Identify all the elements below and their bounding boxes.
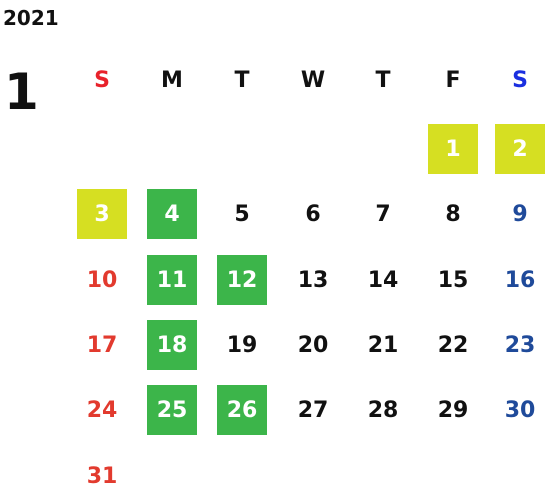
day-cell-29[interactable]: 29: [437, 397, 469, 423]
weekday-header: T: [234, 67, 250, 93]
weekday-header: S: [94, 67, 110, 93]
day-cell-30[interactable]: 30: [504, 397, 536, 423]
day-cell-2[interactable]: 2: [495, 124, 545, 174]
day-cell-3[interactable]: 3: [77, 189, 127, 239]
day-cell-20[interactable]: 20: [297, 332, 329, 358]
day-cell-27[interactable]: 27: [297, 397, 329, 423]
day-cell-18[interactable]: 18: [147, 320, 197, 370]
day-cell-16[interactable]: 16: [504, 267, 536, 293]
day-cell-28[interactable]: 28: [367, 397, 399, 423]
weekday-header: W: [300, 67, 326, 93]
year-label: 2021: [3, 6, 59, 30]
day-cell-21[interactable]: 21: [367, 332, 399, 358]
day-cell-15[interactable]: 15: [437, 267, 469, 293]
day-cell-19[interactable]: 19: [226, 332, 258, 358]
day-cell-31[interactable]: 31: [86, 463, 118, 489]
day-cell-10[interactable]: 10: [86, 267, 118, 293]
day-cell-12[interactable]: 12: [217, 255, 267, 305]
day-cell-13[interactable]: 13: [297, 267, 329, 293]
day-cell-7[interactable]: 7: [375, 201, 391, 227]
day-cell-6[interactable]: 6: [305, 201, 321, 227]
day-cell-11[interactable]: 11: [147, 255, 197, 305]
day-cell-23[interactable]: 23: [504, 332, 536, 358]
day-cell-5[interactable]: 5: [234, 201, 250, 227]
day-cell-24[interactable]: 24: [86, 397, 118, 423]
day-cell-22[interactable]: 22: [437, 332, 469, 358]
weekday-header: T: [375, 67, 391, 93]
day-cell-17[interactable]: 17: [86, 332, 118, 358]
month-label: 1: [4, 63, 39, 121]
day-cell-25[interactable]: 25: [147, 385, 197, 435]
day-cell-26[interactable]: 26: [217, 385, 267, 435]
day-cell-4[interactable]: 4: [147, 189, 197, 239]
day-cell-9[interactable]: 9: [512, 201, 528, 227]
day-cell-8[interactable]: 8: [445, 201, 461, 227]
day-cell-14[interactable]: 14: [367, 267, 399, 293]
day-cell-1[interactable]: 1: [428, 124, 478, 174]
weekday-header: F: [445, 67, 461, 93]
weekday-header: M: [161, 67, 183, 93]
weekday-header: S: [512, 67, 528, 93]
